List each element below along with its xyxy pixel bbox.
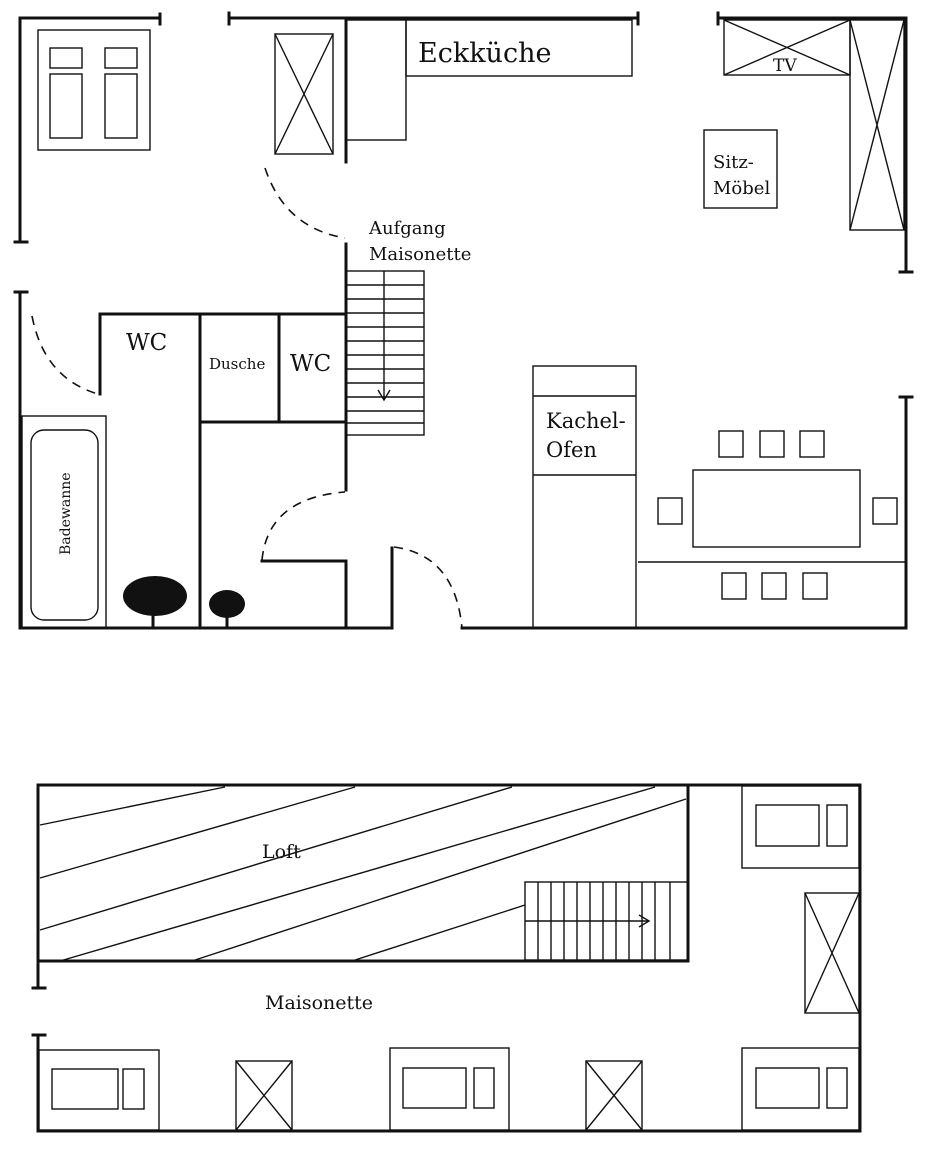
- loft-label: Loft: [262, 841, 301, 863]
- seating-furniture: Sitz- Möbel: [703, 129, 778, 209]
- door-swing-hall: [261, 491, 346, 561]
- wardrobe-upper-middle: [585, 1060, 643, 1131]
- stairs-label-line2: Maisonette: [369, 244, 471, 265]
- dining-area: [638, 430, 906, 600]
- stove-label-line1: Kachel-: [546, 409, 626, 433]
- upper-floor: Loft Maisonette: [31, 783, 862, 1133]
- door-swing-kitchen: [264, 167, 346, 239]
- bed-upper-left: [38, 1049, 160, 1131]
- wardrobe-upper-left: [235, 1060, 293, 1131]
- bed-upper-topright: [741, 785, 860, 869]
- kitchen-label: Eckküche: [418, 38, 551, 69]
- bed-upper-middle: [389, 1047, 510, 1131]
- staircase-up: Aufgang Maisonette: [344, 218, 471, 492]
- wc-small-label: WC: [290, 351, 331, 377]
- sink-fixture: [123, 576, 187, 630]
- bathtub-label: Badewanne: [58, 472, 74, 555]
- double-bed: [37, 29, 151, 151]
- wc-large-label: WC: [126, 330, 167, 356]
- ground-floor: Eckküche TV Sitz- Möbel Aufgang Maisonet…: [13, 11, 914, 630]
- maisonette-label: Maisonette: [265, 992, 373, 1014]
- bathroom-block: [98, 312, 394, 630]
- wardrobe-upper-right: [804, 892, 860, 1014]
- corner-kitchen: Eckküche: [274, 16, 633, 164]
- tv-label: TV: [773, 56, 797, 76]
- door-swing-entrance: [393, 546, 463, 629]
- bathtub: Badewanne: [21, 415, 107, 629]
- loft-area: Loft: [36, 783, 690, 963]
- tv-unit: TV: [723, 19, 851, 76]
- seating-label-line2: Möbel: [713, 178, 770, 199]
- tiled-stove: Kachel- Ofen: [532, 365, 637, 629]
- shower-label: Dusche: [209, 355, 265, 373]
- bed-upper-bottomright: [741, 1047, 860, 1131]
- wardrobe-right: [849, 19, 905, 231]
- door-swing-bath: [31, 315, 99, 395]
- stove-label-line2: Ofen: [546, 438, 597, 462]
- seating-label-line1: Sitz-: [713, 152, 754, 173]
- toilet-fixture: [209, 590, 245, 630]
- stairs-label-line1: Aufgang: [368, 218, 446, 239]
- staircase-loft: [524, 881, 689, 961]
